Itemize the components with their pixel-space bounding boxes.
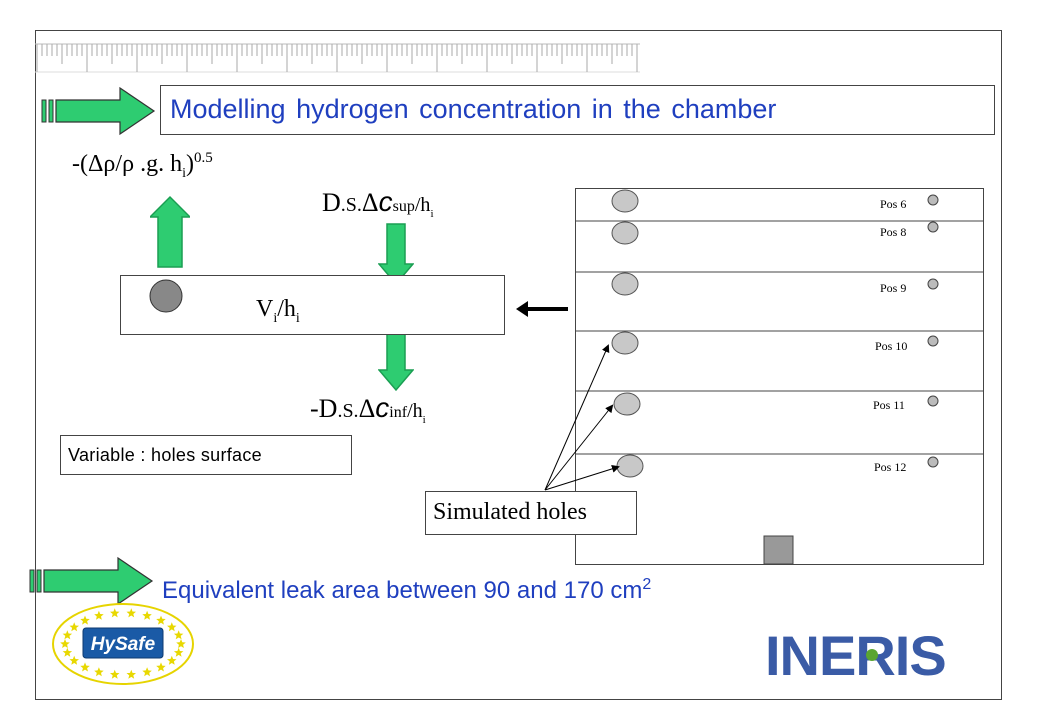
title-arrow-icon — [41, 86, 156, 136]
star-icon — [126, 608, 136, 618]
ruler-graphic — [35, 43, 640, 73]
star-icon — [173, 630, 184, 640]
star-icon — [176, 639, 186, 648]
pos-label: Pos 6 — [880, 197, 907, 211]
hysafe-logo-text: HySafe — [91, 634, 156, 655]
ineris-logo-text: INERIS — [765, 625, 946, 681]
pos-label: Pos 9 — [880, 281, 907, 295]
star-icon — [167, 655, 177, 665]
top-flux-formula: D.S.Δcsup/hi — [322, 186, 434, 221]
simulated-holes-box — [425, 491, 637, 535]
buoyancy-formula: -(Δρ/ρ .g. hi)0.5 — [72, 150, 213, 181]
equivalent-leak-text: Equivalent leak area between 90 and 170 … — [162, 576, 652, 604]
slide-title: Modelling hydrogen concentration in the … — [170, 94, 777, 124]
star-icon — [60, 639, 70, 648]
variable-box — [60, 435, 352, 475]
hysafe-logo: HySafe — [52, 603, 194, 685]
star-icon — [156, 662, 166, 672]
pos-label: Pos 8 — [880, 225, 907, 239]
star-icon — [167, 622, 177, 632]
pos-label: Pos 10 — [875, 339, 908, 353]
chamber-block-icon — [763, 535, 794, 565]
simulated-hole-icons — [611, 189, 644, 478]
volume-bulb-icon — [149, 279, 183, 313]
star-icon — [156, 615, 166, 625]
star-icon — [142, 667, 152, 677]
star-icon — [94, 667, 104, 677]
star-icon — [62, 630, 73, 640]
chamber-diagram — [575, 188, 984, 565]
volume-formula: Vi/hi — [256, 296, 300, 326]
star-icon — [110, 669, 120, 679]
star-icon — [173, 647, 184, 657]
star-icon — [62, 647, 73, 657]
left-arrow-icon — [516, 301, 568, 317]
star-icon — [94, 610, 104, 620]
pointer-arrows — [544, 344, 620, 491]
sensor-icons — [927, 194, 939, 468]
pos-label: Pos 12 — [874, 460, 907, 474]
pos-label: Pos 11 — [873, 398, 905, 412]
bottom-flux-formula: -D.S.Δcinf/hi — [310, 392, 426, 427]
volume-box — [120, 275, 505, 335]
star-icon — [69, 655, 79, 665]
equivalent-arrow-icon — [29, 556, 154, 606]
down-arrow-top-icon — [378, 223, 414, 286]
down-arrow-bottom-icon — [378, 329, 414, 392]
star-icon — [126, 669, 136, 679]
slide-frame — [35, 30, 1002, 700]
ineris-logo: INERIS — [765, 625, 947, 681]
star-icon — [80, 615, 90, 625]
star-icon — [110, 608, 120, 618]
up-arrow-icon — [150, 195, 190, 268]
star-icon — [142, 610, 152, 620]
star-icon — [69, 622, 79, 632]
title-box — [160, 85, 995, 135]
variable-label: Variable : holes surface — [68, 445, 262, 465]
star-icon — [80, 662, 90, 672]
simulated-holes-label: Simulated holes — [433, 499, 587, 525]
